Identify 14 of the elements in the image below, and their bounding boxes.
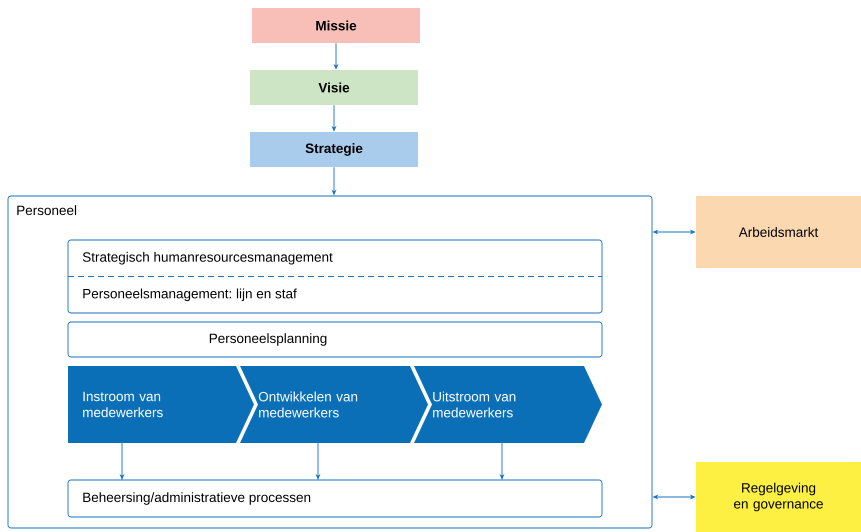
chevron-step: Ontwikkelen van medewerkers [240,366,428,443]
node-label: Uitstroom van medewerkers [433,392,516,418]
title-box: Visie [250,70,418,105]
process-box: Strategisch humanresourcesmanagement Personeelsmanagement: lijn en staf [68,240,602,314]
title-box: Strategie [250,132,418,167]
title-box: Missie [252,8,420,43]
node-label: Instroom van medewerkers [83,392,163,418]
context-box: Regelgeving en governance [696,462,861,532]
context-box: Arbeidsmarkt [696,196,861,268]
chevron-step: Uitstroom van medewerkers [414,366,602,443]
node-label: Ontwikkelen van medewerkers [258,392,358,418]
chevron-step: Instroom van medewerkers [68,366,254,443]
process-box: Personeelsplanning [68,322,602,358]
process-box: Beheersing/administratieve processen [68,480,602,518]
